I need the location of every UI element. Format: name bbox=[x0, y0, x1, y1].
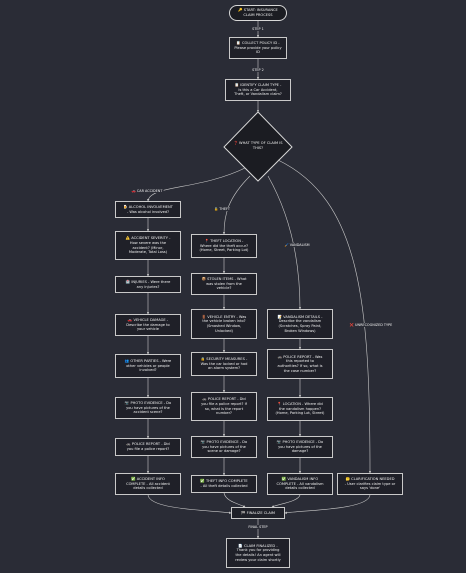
edge-label-theft: 🔓 THEFT bbox=[212, 207, 232, 211]
decision-label: ❓ WHAT TYPE OF CLAIM IS THIS? bbox=[233, 141, 283, 150]
edge-theft-to-finalize bbox=[223, 492, 246, 508]
injuries-node: 🏥 INJURIES - Were there any injuries? bbox=[115, 276, 181, 293]
alcohol-involvement-node: 🍺 ALCOHOL INVOLVEMENT - Was alcohol invo… bbox=[115, 201, 181, 218]
identify-claim-type-node: 📋 IDENTIFY CLAIM TYPE - Is this a Car Ac… bbox=[225, 79, 291, 101]
edge-decision-to-car bbox=[147, 167, 246, 202]
vehicle-damage-node: 🚗 VEHICLE DAMAGE - Describe the damage t… bbox=[115, 314, 181, 336]
stolen-items-node: 📦 STOLEN ITEMS - What was stolen from th… bbox=[191, 273, 257, 295]
decision-diamond bbox=[223, 111, 293, 182]
edge-decision-to-theft bbox=[222, 175, 251, 235]
edge-clar-to-finalize bbox=[284, 494, 371, 514]
edge-vand-to-finalize bbox=[271, 494, 301, 508]
edge-decision-to-clarification bbox=[277, 159, 372, 474]
theft-photo-evidence-node: 📷 PHOTO EVIDENCE - Do you have pictures … bbox=[191, 436, 257, 458]
theft-location-node: 📍 THEFT LOCATION - Where did the theft o… bbox=[191, 234, 257, 258]
edge-car-to-finalize bbox=[147, 494, 232, 514]
theft-police-report-node: 🚓 POLICE REPORT - Did you file a police … bbox=[191, 392, 257, 421]
edge-label-vandalism: 🖌️ VANDALISM bbox=[283, 243, 311, 247]
edge-label-unrecognized-type: ❌ UNRECOGNIZED TYPE bbox=[348, 323, 394, 327]
edge-label-car-accident: 🚗 CAR ACCIDENT bbox=[130, 189, 164, 193]
edge-label-step2: STEP 2 bbox=[251, 68, 265, 72]
edge-label-final-step: FINAL STEP bbox=[247, 525, 269, 529]
car-photo-evidence-node: 📷 PHOTO EVIDENCE - Do you have pictures … bbox=[115, 397, 181, 419]
clarification-needed-node: 🤔 CLARIFICATION NEEDED - User clarifies … bbox=[337, 473, 403, 495]
collect-policy-node: 📋 COLLECT POLICY ID - Please provide you… bbox=[229, 37, 287, 59]
accident-severity-node: ⚠️ ACCIDENT SEVERITY - How severe was th… bbox=[115, 231, 181, 260]
theft-info-complete-node: ✅ THEFT INFO COMPLETE - All theft detail… bbox=[191, 475, 257, 493]
vandalism-location-node: 📍 LOCATION - Where did the vandalism hap… bbox=[267, 397, 333, 421]
claim-finalized-node: 📄 CLAIM FINALIZED - Thank you for provid… bbox=[226, 538, 290, 568]
finalize-claim-node: 🏁 FINALIZE CLAIM bbox=[231, 507, 285, 519]
vandalism-photo-evidence-node: 📷 PHOTO EVIDENCE - Do you have pictures … bbox=[267, 436, 333, 458]
other-parties-node: 👥 OTHER PARTIES - Were other vehicles or… bbox=[115, 354, 181, 378]
vehicle-entry-node: 🚪 VEHICLE ENTRY - Was the vehicle broken… bbox=[191, 309, 257, 339]
edge-decision-to-vandalism bbox=[267, 175, 302, 310]
vandalism-police-report-node: 🚓 POLICE REPORT - Was this reported to a… bbox=[267, 349, 333, 379]
vandalism-details-node: 📝 VANDALISM DETAILS - Describe the vanda… bbox=[267, 309, 333, 339]
security-measures-node: 🔒 SECURITY MEASURES - Was the car locked… bbox=[191, 352, 257, 376]
edge-label-step1: STEP 1 bbox=[251, 27, 265, 31]
car-police-report-node: 🚓 POLICE REPORT - Did you file a police … bbox=[115, 438, 181, 456]
vandalism-info-complete-node: ✅ VANDALISM INFO COMPLETE - All vandalis… bbox=[267, 473, 333, 495]
start-node: 🔑 START: INSURANCE CLAIM PROCESS bbox=[229, 5, 287, 21]
accident-info-complete-node: ✅ ACCIDENT INFO COMPLETE - All accident … bbox=[115, 473, 181, 495]
